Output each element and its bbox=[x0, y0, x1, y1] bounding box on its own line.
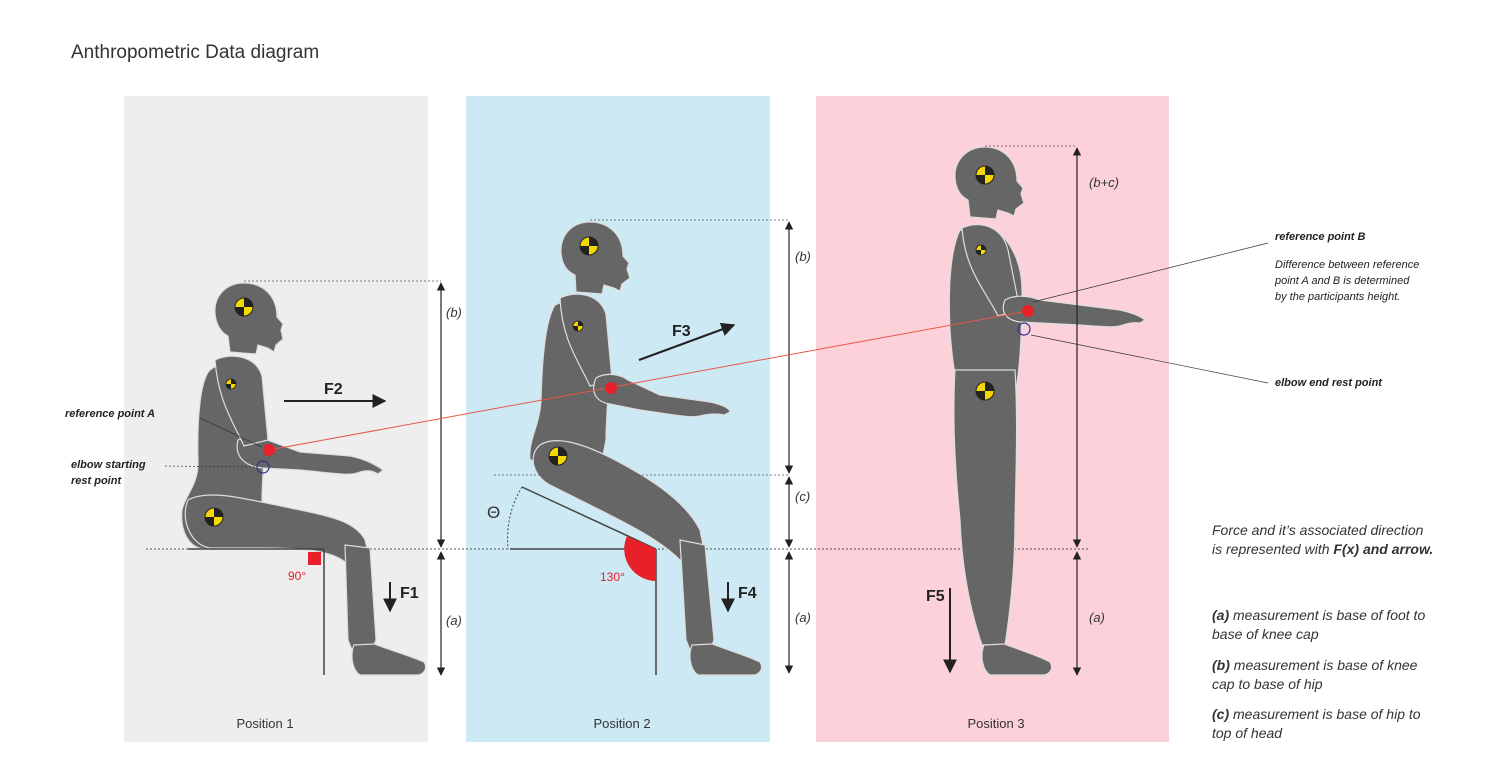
annotation-ref-b: reference point B bbox=[1275, 231, 1366, 243]
dim-label-a-1: (a) bbox=[446, 613, 462, 628]
angle-90-label: 90° bbox=[288, 569, 306, 583]
chair-back-2 bbox=[521, 486, 657, 550]
angle-130-marker bbox=[624, 536, 656, 581]
mid-reference-point bbox=[605, 382, 617, 394]
marker-shoulder-1 bbox=[225, 378, 237, 390]
legend-force: Force and it’s associated direction is r… bbox=[1212, 521, 1472, 559]
legend-a-text: measurement is base of foot to base of k… bbox=[1212, 607, 1426, 642]
legend-force-line2: is represented with F(x) and arrow. bbox=[1212, 540, 1472, 559]
dim-label-a-3: (a) bbox=[1089, 610, 1105, 625]
force-label-f4: F4 bbox=[738, 585, 757, 602]
annotation-ref-a: reference point A bbox=[65, 408, 155, 420]
reference-point-b bbox=[1022, 305, 1034, 317]
legend-force-line2-text: is represented with bbox=[1212, 541, 1334, 557]
annotation-elbow-start-1: elbow starting bbox=[71, 459, 146, 471]
panel-label-2: Position 2 bbox=[593, 716, 650, 731]
angle-130-label: 130° bbox=[600, 570, 625, 584]
figure-position-2 bbox=[529, 221, 763, 676]
marker-hip-2 bbox=[548, 446, 568, 466]
annotation-diff-3: by the participants height. bbox=[1275, 291, 1400, 303]
force-label-f1: F1 bbox=[400, 585, 419, 602]
legend-b-key: (b) bbox=[1212, 657, 1230, 673]
annotation-elbow-end: elbow end rest point bbox=[1275, 377, 1383, 389]
leader-elbow-start bbox=[164, 465, 257, 468]
dim-label-b-2: (b) bbox=[795, 249, 811, 264]
dim-label-c-2: (c) bbox=[795, 489, 810, 504]
marker-head-2 bbox=[579, 236, 599, 256]
dim-label-a-2: (a) bbox=[795, 610, 811, 625]
marker-shoulder-2 bbox=[572, 320, 584, 332]
annotation-diff-1: Difference between reference bbox=[1275, 259, 1419, 271]
elbow-start-ring bbox=[256, 460, 270, 474]
leader-ref-a bbox=[199, 417, 263, 448]
force-label-f5: F5 bbox=[926, 588, 945, 605]
annotation-diff-2: point A and B is determined bbox=[1274, 275, 1410, 287]
reference-point-a bbox=[263, 444, 275, 456]
marker-head-3 bbox=[975, 165, 995, 185]
legend-c-key: (c) bbox=[1212, 706, 1230, 722]
panel-position-1 bbox=[124, 96, 428, 742]
marker-hip-1 bbox=[204, 507, 224, 527]
force-label-f2: F2 bbox=[324, 381, 343, 398]
right-angle-marker bbox=[308, 552, 321, 565]
diagram-title: Anthropometric Data diagram bbox=[71, 42, 320, 63]
marker-hip-3 bbox=[975, 381, 995, 401]
force-label-f3: F3 bbox=[672, 323, 691, 340]
dim-label-bc-3: (b+c) bbox=[1089, 175, 1119, 190]
marker-shoulder-3 bbox=[975, 244, 987, 256]
legend-force-line2-bold: F(x) and arrow. bbox=[1333, 541, 1434, 557]
force-arrow-f3 bbox=[638, 322, 736, 361]
legend-b-text: measurement is base of knee cap to base … bbox=[1212, 657, 1418, 692]
panel-position-2 bbox=[466, 96, 770, 742]
theta-label: Θ bbox=[487, 503, 500, 522]
legend-a: (a) measurement is base of foot to base … bbox=[1212, 606, 1447, 644]
leader-elbow-end bbox=[1030, 334, 1269, 384]
reference-line bbox=[268, 310, 1029, 451]
legend-b: (b) measurement is base of knee cap to b… bbox=[1212, 656, 1437, 694]
legend-force-line1: Force and it’s associated direction bbox=[1212, 522, 1424, 538]
legend-a-key: (a) bbox=[1212, 607, 1230, 623]
panel-label-1: Position 1 bbox=[236, 716, 293, 731]
theta-arc bbox=[507, 486, 523, 550]
legend-c: (c) measurement is base of hip to top of… bbox=[1212, 705, 1427, 743]
elbow-end-ring bbox=[1017, 322, 1031, 336]
dim-label-b-1: (b) bbox=[446, 305, 462, 320]
panel-label-3: Position 3 bbox=[967, 716, 1024, 731]
annotation-elbow-start-2: rest point bbox=[71, 475, 122, 487]
legend-c-text: measurement is base of hip to top of hea… bbox=[1212, 706, 1421, 741]
leader-ref-b bbox=[1032, 242, 1269, 303]
marker-head-1 bbox=[234, 297, 254, 317]
